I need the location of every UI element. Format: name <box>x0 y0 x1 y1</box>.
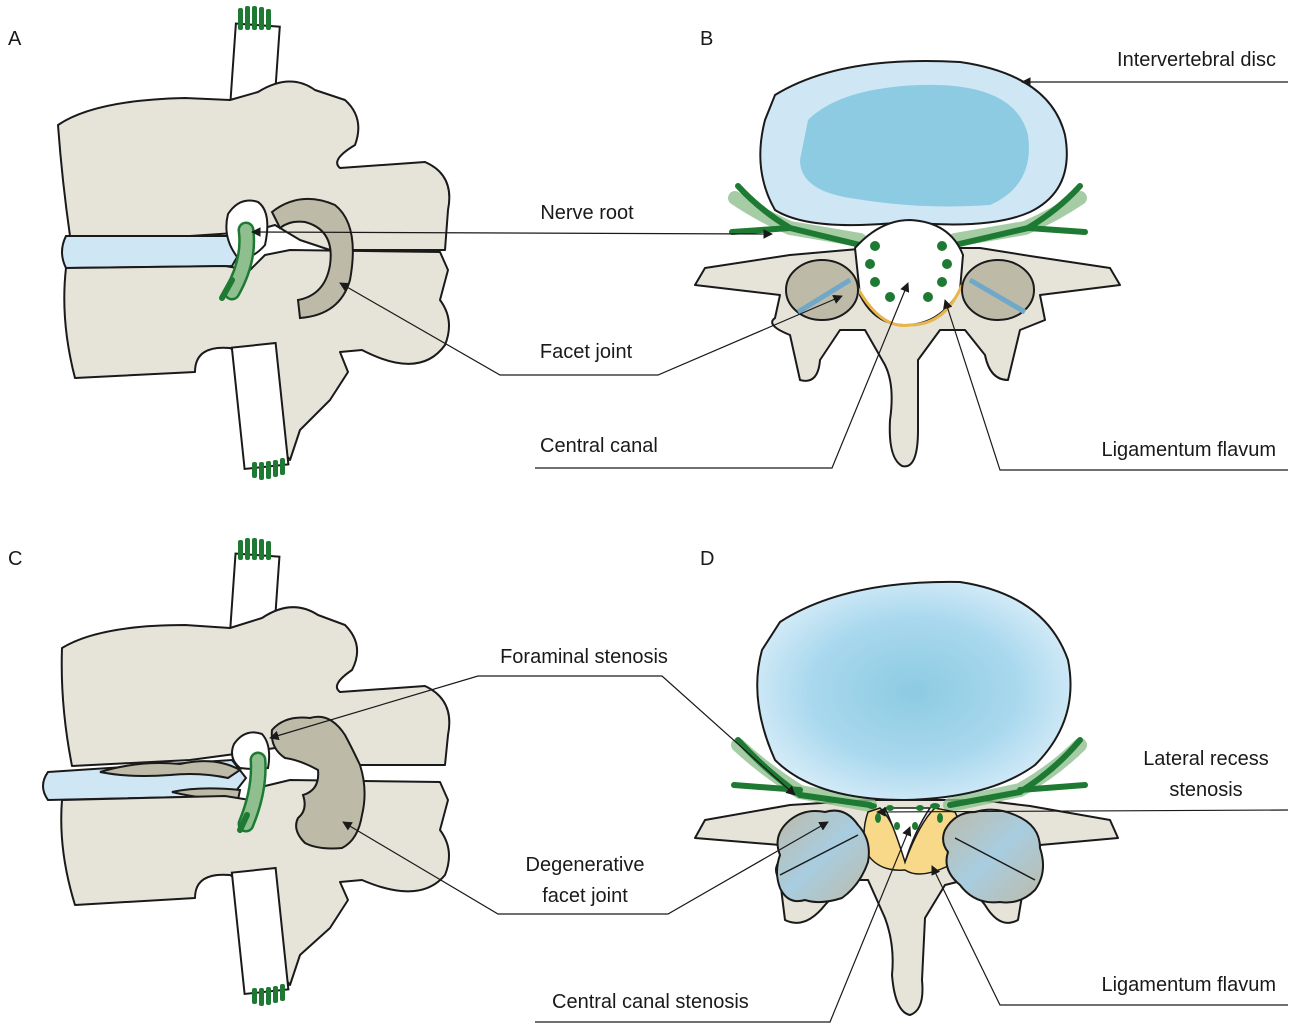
intervertebral-disc-lateral <box>62 236 240 268</box>
label-degenerative-line2: facet joint <box>542 885 628 907</box>
right-degenerative-facet-d <box>943 810 1043 903</box>
label-foraminal-stenosis: Foraminal stenosis <box>500 646 668 668</box>
left-facet-normal <box>786 260 858 320</box>
right-nerve-branch <box>1028 228 1085 232</box>
label-ligamentum-flavum-bottom: Ligamentum flavum <box>1101 974 1276 996</box>
label-degenerative-line1: Degenerative <box>526 854 645 876</box>
label-nerve-root: Nerve root <box>540 202 634 224</box>
label-lateral-recess-line2: stenosis <box>1169 779 1242 801</box>
label-facet-joint: Facet joint <box>540 341 633 363</box>
label-ligamentum-flavum-top: Ligamentum flavum <box>1101 439 1276 461</box>
label-intervertebral-disc: Intervertebral disc <box>1117 49 1276 71</box>
panel-c-lateral-degenerated <box>43 538 449 1006</box>
panel-label-d: D <box>700 548 714 570</box>
left-nerve-branch <box>732 228 790 232</box>
nerve-fibers-top <box>238 6 271 30</box>
nerve-fibers-top-c <box>238 538 271 560</box>
panel-label-b: B <box>700 28 713 50</box>
panel-b-axial-normal <box>695 61 1120 466</box>
panel-label-c: C <box>8 548 22 570</box>
degenerated-disc-d <box>757 582 1070 800</box>
panel-d-axial-stenosis <box>695 582 1118 1015</box>
label-central-canal: Central canal <box>540 435 658 457</box>
panel-a-lateral-normal <box>58 6 449 480</box>
label-lateral-recess-line1: Lateral recess <box>1143 748 1269 770</box>
label-central-canal-stenosis: Central canal stenosis <box>552 991 749 1013</box>
panel-label-a: A <box>8 28 22 50</box>
nucleus-pulposus-normal <box>800 85 1029 207</box>
